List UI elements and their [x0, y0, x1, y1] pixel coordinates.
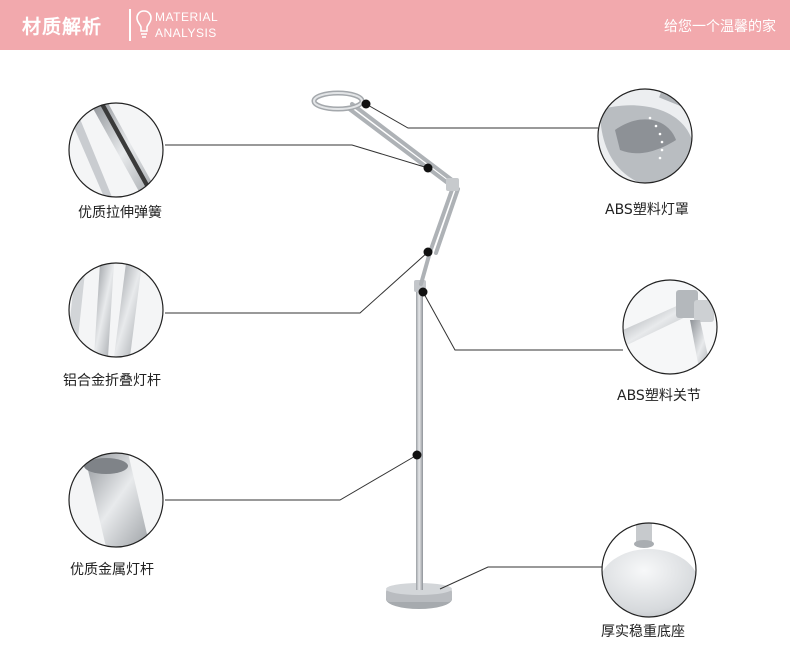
leader-lines [165, 103, 623, 590]
section-title: 材质解析 [22, 16, 103, 38]
header-divider [129, 9, 131, 41]
shade-detail [597, 88, 693, 184]
floor-lamp [311, 90, 460, 609]
english-line-2: ANALYSIS [155, 26, 217, 40]
slogan-text: 给您一个温馨的家 [664, 19, 776, 35]
lamp-rod [416, 288, 423, 590]
label-metal-rod: 优质金属灯杆 [70, 562, 154, 578]
lightbulb-icon [136, 10, 152, 38]
base-detail [601, 522, 697, 618]
label-spring: 优质拉伸弹簧 [78, 205, 162, 221]
label-joint: ABS塑料关节 [617, 388, 701, 404]
rod-detail [68, 452, 164, 548]
callout-dots [361, 99, 433, 460]
lamp-shade [311, 90, 365, 112]
joint-detail [622, 279, 718, 375]
spring-detail [68, 102, 164, 198]
tube-detail [68, 262, 164, 358]
header-banner: 材质解析 MATERIAL ANALYSIS 给您一个温馨的家 [0, 0, 790, 50]
header-english: MATERIAL ANALYSIS [155, 9, 218, 41]
lamp-arm [346, 102, 460, 286]
label-tube: 铝合金折叠灯杆 [63, 373, 161, 389]
label-base: 厚实稳重底座 [601, 624, 685, 640]
label-shade: ABS塑料灯罩 [605, 202, 689, 218]
english-line-1: MATERIAL [155, 10, 219, 24]
